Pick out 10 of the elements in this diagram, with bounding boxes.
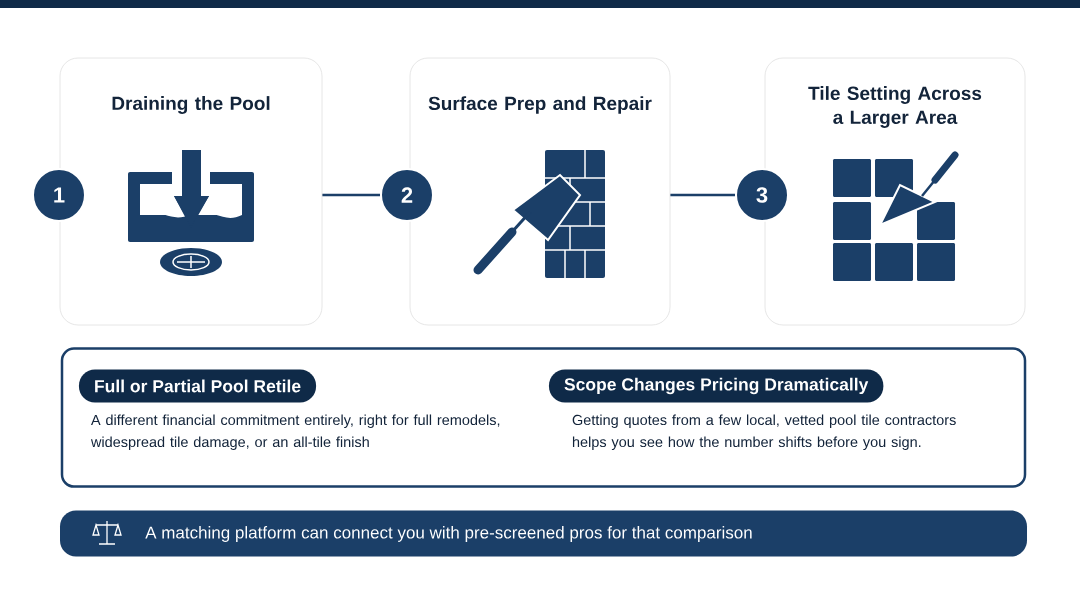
connector-line [670,193,735,197]
connector-line [322,193,380,197]
body-text: A different financial commitment entirely, right for full remodels, widespread tile damage, or an all-tile finish [90,414,500,450]
step-number: 3 [735,168,789,222]
body-text: Getting quotes from a few local, vetted pool tile contractors helps you see how the number shifts before you sign. [572,414,956,450]
heading-pill: Scope Changes Pricing Dramatically [548,369,884,403]
step-number: 1 [32,168,86,222]
step-number: 2 [380,168,434,222]
heading-pill: Full or Partial Pool Retile [78,369,317,403]
info-banner: A matching platform can connect you with pre-screened pros for that comparison [60,510,1027,557]
